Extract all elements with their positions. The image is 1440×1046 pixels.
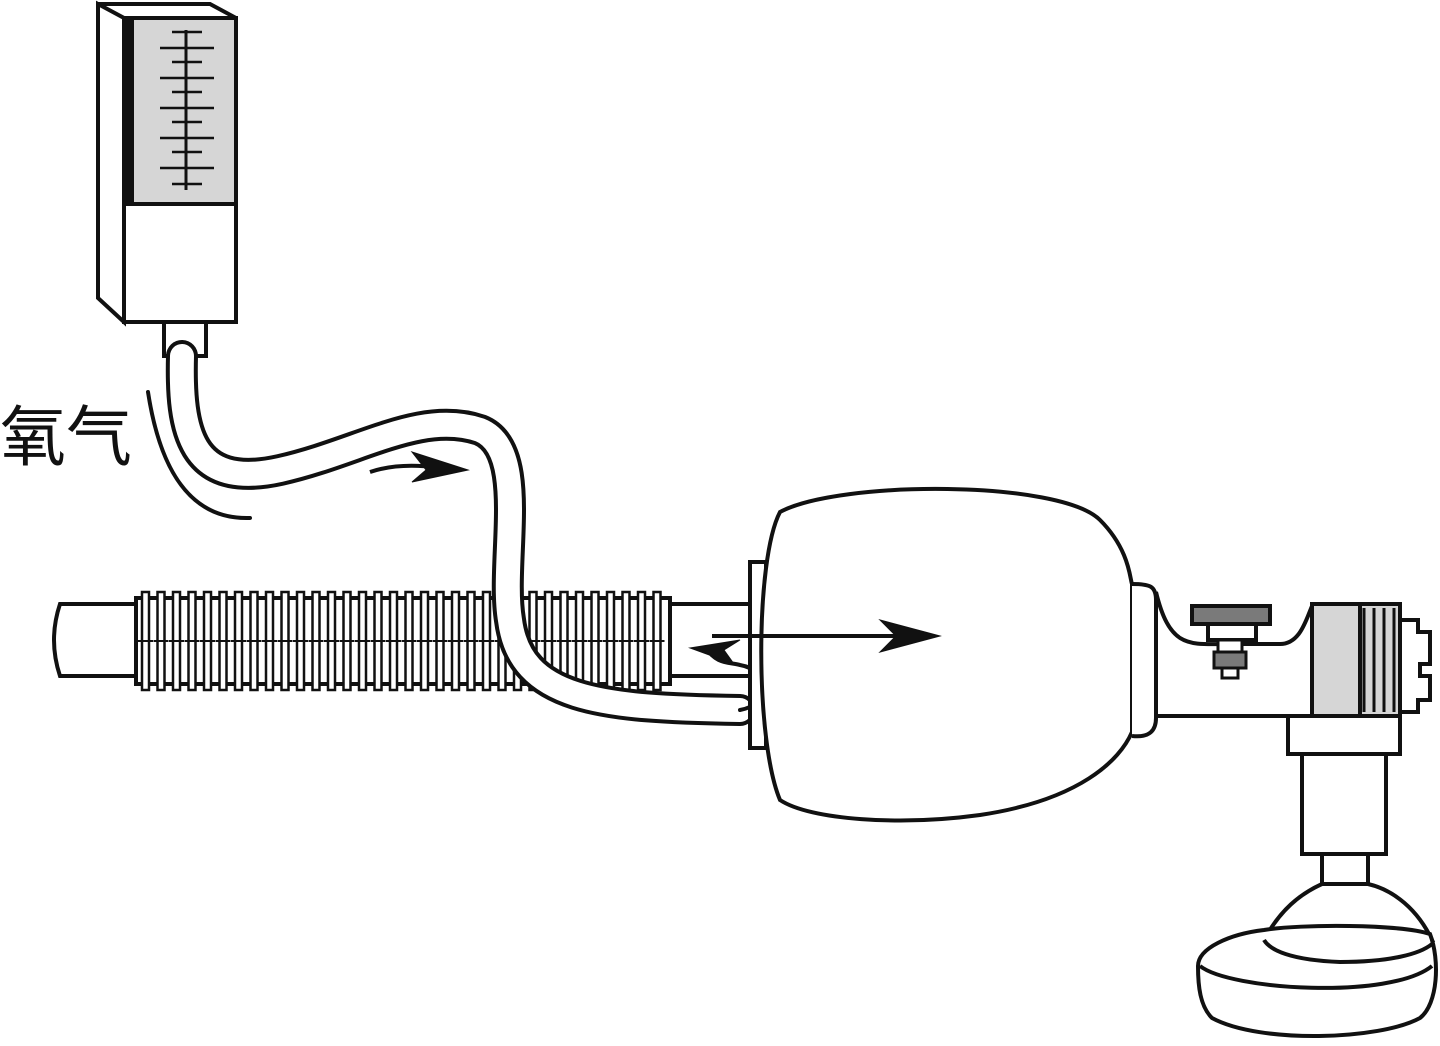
hose-guide-curve bbox=[146, 390, 252, 521]
oxygen-hose-inner bbox=[169, 344, 752, 722]
flowmeter-ticks bbox=[160, 30, 214, 186]
corrugated-ribs bbox=[138, 590, 665, 692]
oxygen-label: 氧气 bbox=[0, 399, 132, 476]
mask-connector-stem bbox=[1320, 852, 1370, 886]
bag-neck bbox=[1131, 582, 1158, 739]
patient-valve-housing-front bbox=[1310, 602, 1362, 718]
mask-cushion bbox=[1195, 923, 1438, 1039]
flowmeter-top-edge bbox=[98, 2, 237, 20]
relief-valve-nut bbox=[1212, 650, 1248, 670]
tube-left-end bbox=[52, 602, 136, 678]
flowmeter-scale-window bbox=[130, 16, 238, 206]
reservoir-tube bbox=[52, 590, 754, 692]
inlet-return-arrowhead bbox=[688, 639, 741, 666]
exhalation-port bbox=[1398, 618, 1432, 714]
face-mask bbox=[1195, 882, 1438, 1039]
valve-assembly bbox=[1154, 591, 1432, 886]
flowmeter bbox=[96, 0, 238, 358]
relief-valve-cap bbox=[1190, 604, 1272, 626]
squeeze-bag bbox=[759, 486, 1134, 823]
relief-valve-neck bbox=[1206, 622, 1258, 642]
flowmeter-side-face bbox=[96, 0, 126, 327]
relief-valve-tip bbox=[1220, 666, 1240, 680]
flowmeter-strip bbox=[124, 18, 134, 204]
oxygen-hose bbox=[146, 340, 765, 726]
bag-flow-arrowhead bbox=[878, 619, 942, 653]
mask-cushion-rim bbox=[1198, 964, 1434, 990]
mask-connector-collar bbox=[1286, 714, 1402, 756]
mask-connector-neck bbox=[1300, 752, 1388, 856]
hose-flow-arrowhead bbox=[410, 451, 470, 483]
relief-valve-stem bbox=[1216, 638, 1244, 654]
patient-valve-grooves bbox=[1362, 608, 1396, 712]
mask-inner-edge bbox=[1262, 938, 1434, 965]
flow-arrows bbox=[369, 451, 942, 666]
